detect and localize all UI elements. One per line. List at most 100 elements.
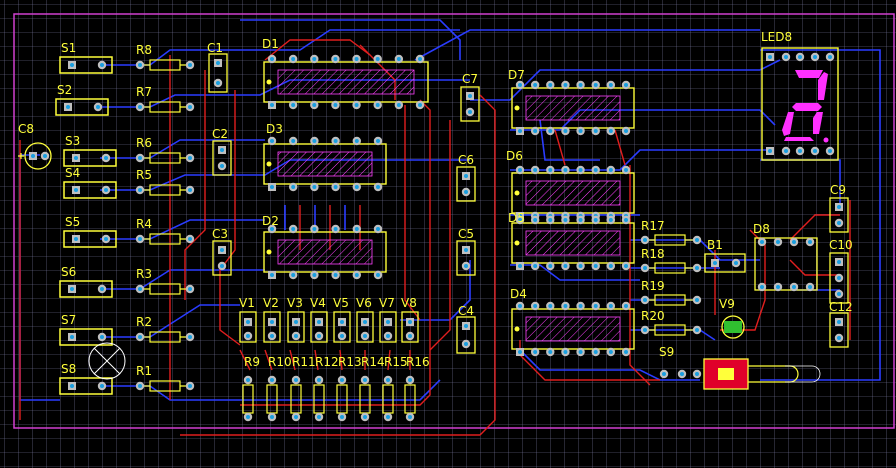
led-v4-outline	[310, 311, 328, 343]
label-v3: V3	[287, 296, 303, 310]
drill-hole	[837, 205, 841, 209]
drill-hole	[533, 264, 538, 268]
drill-hole	[270, 334, 274, 338]
drill-hole	[624, 350, 628, 354]
label-d4: D4	[510, 287, 527, 301]
drill-hole	[828, 149, 832, 153]
label-led8: LED8	[761, 30, 792, 44]
designator-labels: S1S2S3S4S5S6S7S8C8R8R7R6R5R4R3R2R1C1C2C3…	[18, 30, 853, 378]
drill-hole	[354, 227, 359, 231]
drill-hole	[563, 168, 568, 172]
drill-hole	[837, 221, 841, 225]
drill-hole	[608, 129, 613, 133]
drill-hole	[354, 185, 359, 189]
drill-hole	[100, 384, 104, 388]
drill-hole	[464, 174, 468, 178]
drill-hole	[333, 273, 338, 277]
drill-hole	[563, 218, 568, 222]
ic-d1-body	[277, 69, 415, 95]
drill-hole	[270, 139, 274, 143]
drill-hole	[294, 334, 298, 338]
label-v4: V4	[310, 296, 326, 310]
drill-hole	[317, 334, 321, 338]
pad-layer	[29, 52, 844, 422]
drill-hole	[593, 168, 598, 172]
label-c2: C2	[212, 127, 228, 141]
drill-hole	[608, 304, 613, 308]
drill-hole	[188, 237, 192, 241]
drill-hole	[216, 61, 220, 65]
drill-hole	[760, 240, 764, 244]
drill-hole	[624, 168, 628, 172]
drill-hole	[66, 105, 70, 109]
label-r16: R16	[406, 355, 430, 369]
drill-hole	[220, 264, 224, 268]
b1-outline	[704, 253, 746, 273]
drill-hole	[798, 149, 802, 153]
drill-hole	[246, 415, 250, 419]
drill-hole	[533, 350, 538, 354]
drill-hole	[563, 83, 568, 87]
drill-hole	[312, 139, 317, 143]
drill-hole	[270, 415, 274, 419]
label-r9: R9	[244, 355, 260, 369]
capacitor-c10-outline	[829, 252, 849, 304]
drill-hole	[408, 415, 412, 419]
drill-hole	[340, 334, 344, 338]
label-s2: S2	[57, 83, 72, 97]
drill-hole	[43, 154, 47, 158]
drill-hole	[593, 264, 598, 268]
drill-hole	[695, 328, 699, 332]
drill-hole	[138, 384, 142, 388]
drill-hole	[104, 188, 108, 192]
drill-hole	[270, 227, 274, 231]
drill-hole	[548, 304, 553, 308]
drill-hole	[518, 83, 522, 87]
ic-d1-outline	[263, 61, 429, 103]
drill-hole	[363, 378, 367, 382]
drill-hole	[376, 227, 380, 231]
label-r8: R8	[136, 43, 152, 57]
label-v7: V7	[379, 296, 395, 310]
drill-hole	[624, 83, 628, 87]
label-r14: R14	[361, 355, 385, 369]
drill-hole	[138, 63, 142, 67]
label-r17: R17	[641, 219, 665, 233]
label-s5: S5	[65, 215, 80, 229]
ic-d5-body	[525, 230, 621, 256]
label-s4: S4	[65, 166, 80, 180]
drill-hole	[768, 149, 772, 153]
drill-hole	[246, 320, 250, 324]
drill-hole	[312, 273, 317, 277]
drill-hole	[578, 264, 583, 268]
drill-hole	[312, 227, 317, 231]
drill-hole	[533, 129, 538, 133]
led8-display-outline	[761, 47, 839, 161]
label-c6: C6	[458, 153, 474, 167]
label-c4: C4	[458, 304, 474, 318]
drill-hole	[643, 238, 647, 242]
label-s3: S3	[65, 134, 80, 148]
drill-hole	[312, 185, 317, 189]
drill-hole	[363, 320, 367, 324]
label-r2: R2	[136, 315, 152, 329]
c8-outline	[24, 142, 52, 170]
drill-hole	[643, 298, 647, 302]
drill-hole	[828, 55, 832, 59]
ic-d3-body	[277, 151, 373, 177]
drill-hole	[188, 335, 192, 339]
label-r12: R12	[315, 355, 339, 369]
switch-s5-outline	[63, 230, 117, 248]
drill-hole	[578, 218, 583, 222]
drill-hole	[464, 324, 468, 328]
label-r20: R20	[641, 309, 665, 323]
display-segment	[782, 112, 794, 136]
drill-hole	[188, 384, 192, 388]
drill-hole	[518, 304, 522, 308]
drill-hole	[312, 103, 317, 107]
drill-hole	[291, 139, 296, 143]
ic-d6-outline	[511, 172, 635, 214]
drill-hole	[643, 266, 647, 270]
ic-d4-outline	[511, 308, 635, 350]
ic-d8-outline	[754, 237, 818, 291]
